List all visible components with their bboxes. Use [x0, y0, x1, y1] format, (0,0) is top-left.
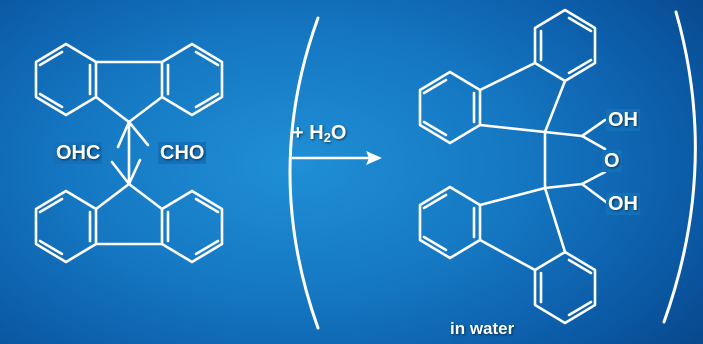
right-top-fluorene-left-ring — [418, 70, 482, 145]
left-ohc-label: OHC — [54, 142, 103, 164]
left-bottom-fluorene-right-ring — [160, 189, 224, 264]
bifluorenyl-dialdehyde-structure — [34, 42, 224, 264]
right-bottom-fluorene-right-ring — [533, 250, 597, 325]
hydroxyl-bonds — [580, 118, 608, 204]
reagent-suffix: O — [330, 122, 347, 144]
left-bottom-fluorene-right-ring-double-bonds — [166, 197, 220, 256]
hydroxyl-bottom-label: OH — [606, 193, 640, 215]
right-bottom-fluorene-left-ring-double-bonds — [422, 193, 476, 252]
left-cho-label: CHO — [158, 142, 207, 164]
reagent-label: + H2O — [292, 122, 346, 144]
left-bottom-five-membered-ring — [94, 182, 164, 246]
left-central-bonds — [110, 120, 150, 186]
hydroxyl-top-label: OH — [606, 109, 640, 131]
left-top-fluorene-left-ring — [34, 42, 98, 117]
right-top-fluorene-right-ring — [533, 8, 597, 83]
reagent-subscript: 2 — [323, 130, 331, 145]
condition-label: in water — [450, 319, 515, 338]
left-bottom-fluorene-left-ring-double-bonds — [38, 197, 92, 256]
left-parenthesis — [288, 16, 320, 330]
left-top-five-membered-ring — [94, 60, 164, 124]
left-top-fluorene-left-ring-double-bonds — [38, 50, 92, 109]
right-parenthesis — [662, 10, 697, 324]
reagent-prefix: + H — [292, 122, 324, 144]
oxolane-ring-bonds — [543, 130, 607, 190]
left-bottom-fluorene-left-ring — [34, 189, 98, 264]
right-bottom-five-membered-ring — [478, 186, 567, 272]
left-top-fluorene-right-ring — [160, 42, 224, 117]
right-top-fluorene-left-ring-double-bonds — [422, 78, 476, 137]
right-bottom-fluorene-left-ring — [418, 185, 482, 260]
right-top-fluorene-right-ring-double-bonds — [539, 16, 593, 75]
right-bottom-fluorene-right-ring-double-bonds — [539, 258, 593, 317]
cyclic-hemiacetal-structure — [418, 8, 608, 325]
ring-oxygen-label: O — [602, 150, 622, 172]
reaction-arrow — [292, 151, 382, 165]
left-top-fluorene-right-ring-double-bonds — [166, 50, 220, 109]
